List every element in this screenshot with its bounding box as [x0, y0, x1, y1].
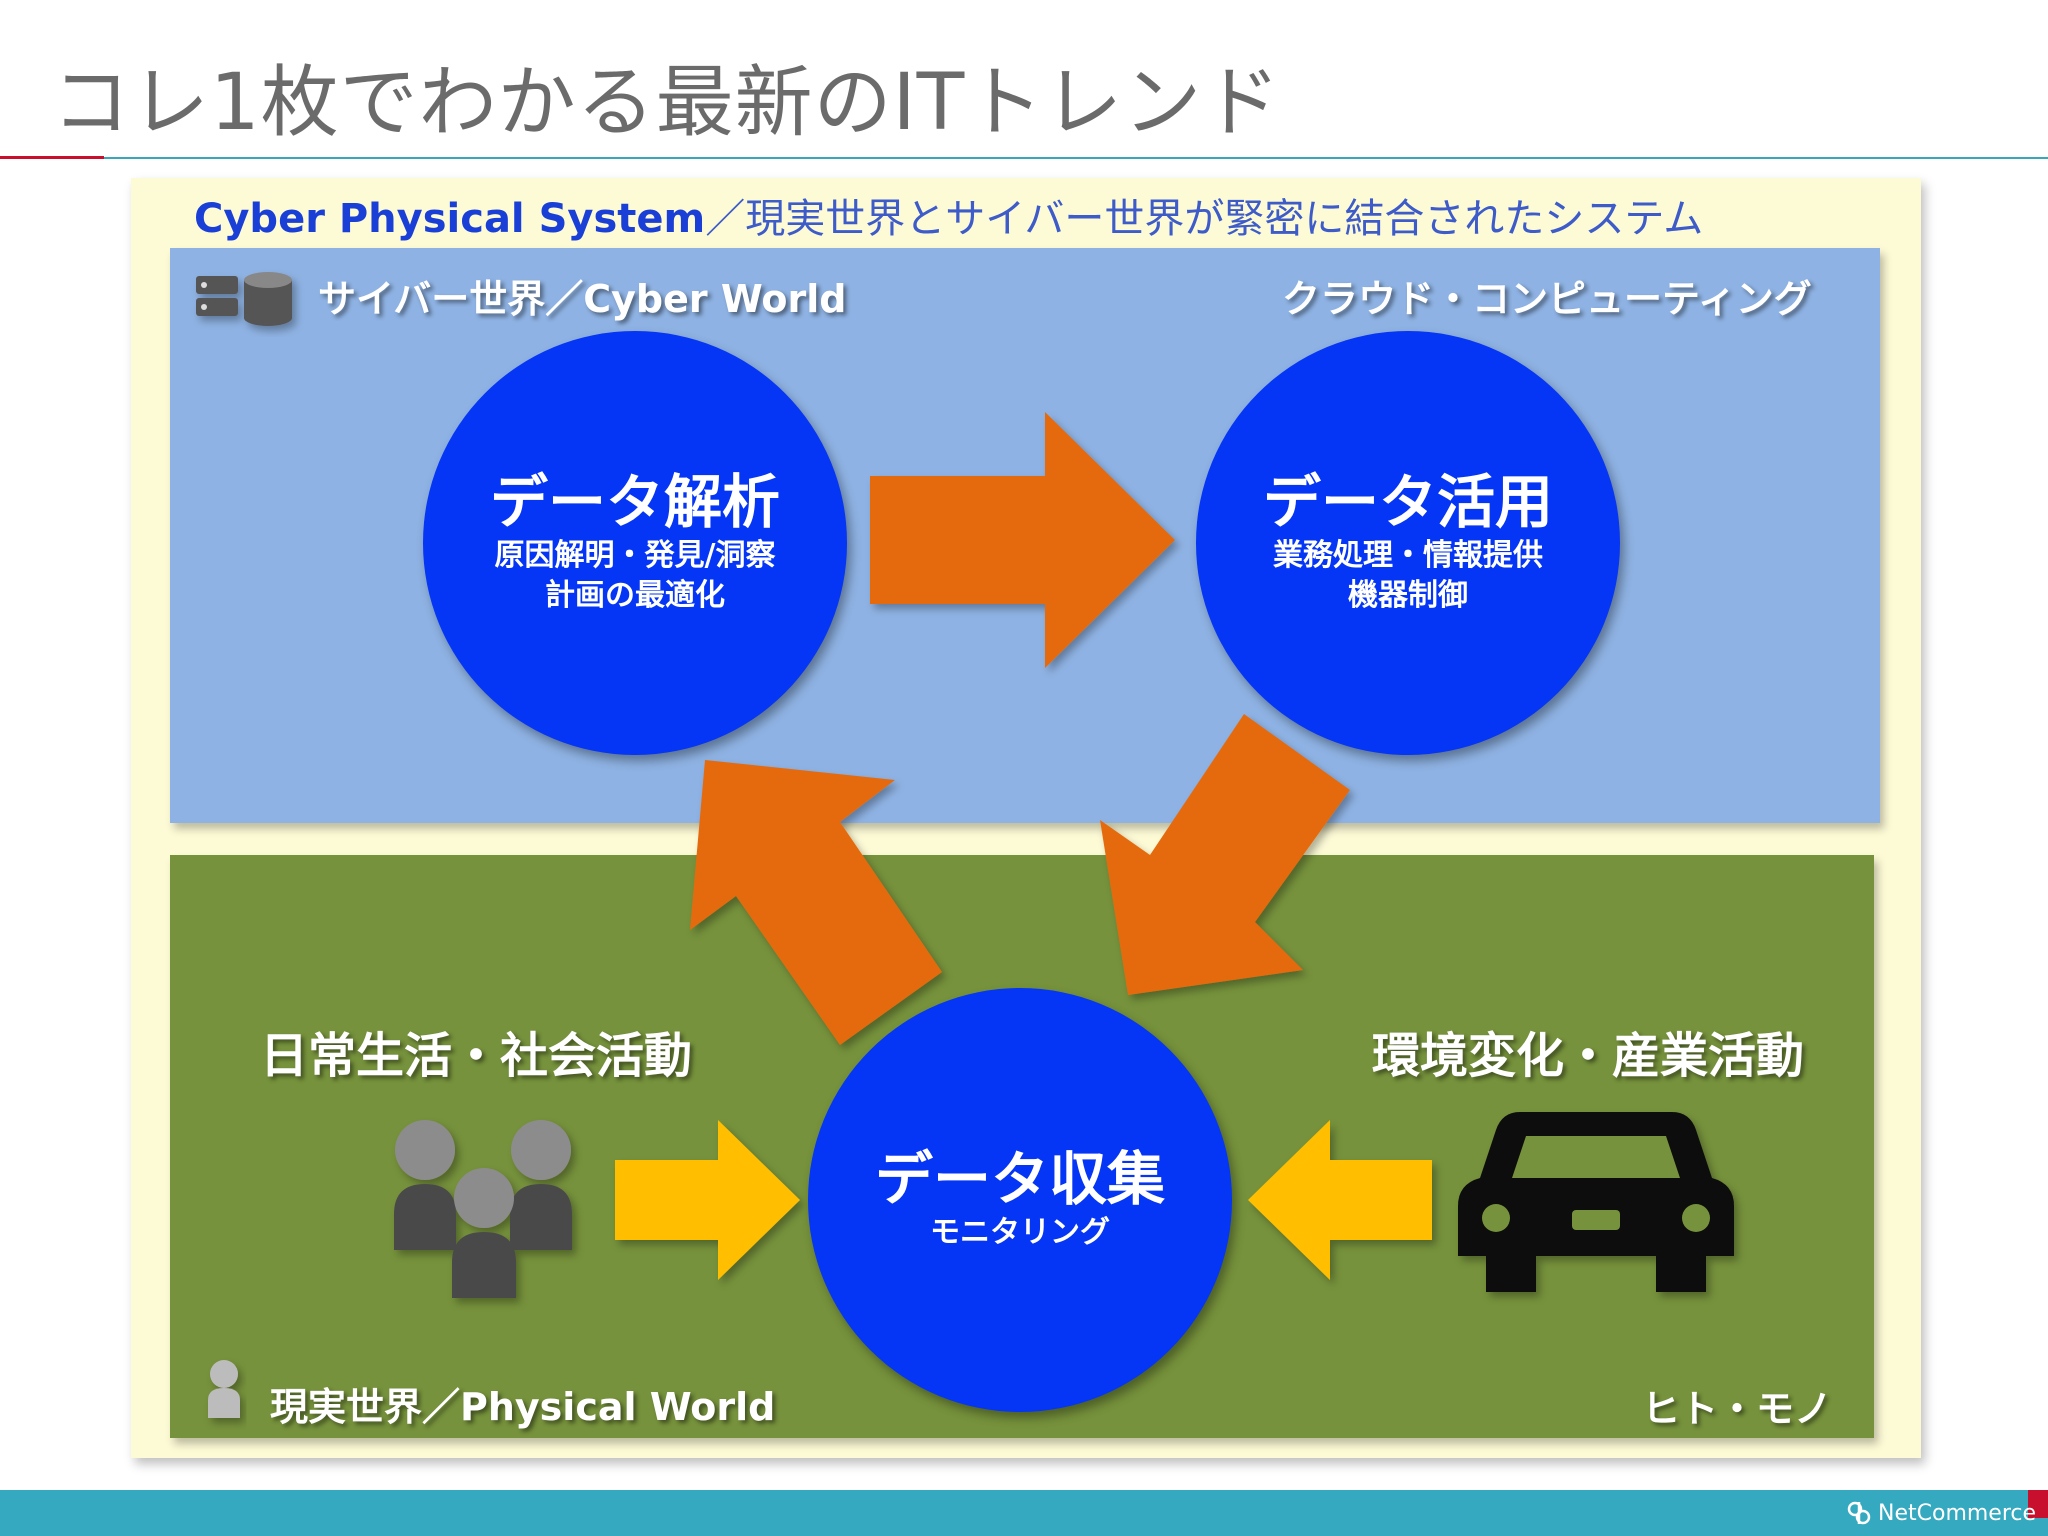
page-title: コレ1枚でわかる最新のITトレンド	[52, 58, 1282, 148]
cps-heading-jp: ／現実世界とサイバー世界が緊密に結合されたシステム	[705, 196, 1704, 242]
environment-industry-heading: 環境変化・産業活動	[1372, 1028, 1805, 1084]
people-things-label: ヒト・モノ	[1642, 1387, 1833, 1431]
data-utilization-line1: 業務処理・情報提供	[1273, 537, 1543, 573]
cloud-computing-label: クラウド・コンピューティング	[1282, 277, 1812, 321]
car-to-collection-arrow	[1248, 1120, 1432, 1280]
footer-brand: NetCommerce	[1846, 1500, 2036, 1526]
car-icon	[1458, 1112, 1734, 1292]
people-group-icon	[394, 1120, 572, 1298]
data-analysis-node: データ解析 原因解明・発見/洞察 計画の最適化	[423, 331, 847, 755]
cyber-world-label: サイバー世界／Cyber World	[318, 277, 847, 321]
data-utilization-node: データ活用 業務処理・情報提供 機器制御	[1196, 331, 1620, 755]
cps-heading-en: Cyber Physical System	[194, 196, 706, 242]
cps-heading: Cyber Physical System／現実世界とサイバー世界が緊密に結合さ…	[194, 186, 1703, 244]
data-utilization-title: データ活用	[1262, 468, 1553, 537]
person-icon	[208, 1360, 240, 1418]
footer-accent	[2028, 1490, 2048, 1518]
daily-life-heading: 日常生活・社会活動	[260, 1028, 693, 1084]
data-collection-line1: モニタリング	[930, 1215, 1110, 1251]
footer-bar	[0, 1490, 2048, 1536]
data-analysis-line2: 計画の最適化	[545, 578, 725, 614]
data-analysis-line1: 原因解明・発見/洞察	[494, 537, 776, 573]
utilization-to-collection-arrow	[1100, 714, 1350, 995]
data-collection-title: データ収集	[874, 1145, 1165, 1214]
data-utilization-line2: 機器制御	[1348, 578, 1468, 614]
brand-name: NetCommerce	[1878, 1500, 2037, 1526]
physical-world-label: 現実世界／Physical World	[270, 1385, 776, 1429]
title-rule	[104, 157, 2048, 159]
analysis-to-utilization-arrow	[870, 412, 1175, 668]
data-collection-node: データ収集 モニタリング	[808, 988, 1232, 1412]
collection-to-analysis-arrow	[690, 760, 942, 1045]
server-database-icon	[196, 272, 292, 326]
title-rule-accent	[0, 156, 104, 159]
netcommerce-logo-icon	[1847, 1501, 1871, 1525]
people-to-collection-arrow	[615, 1120, 800, 1280]
data-analysis-title: データ解析	[489, 468, 780, 537]
